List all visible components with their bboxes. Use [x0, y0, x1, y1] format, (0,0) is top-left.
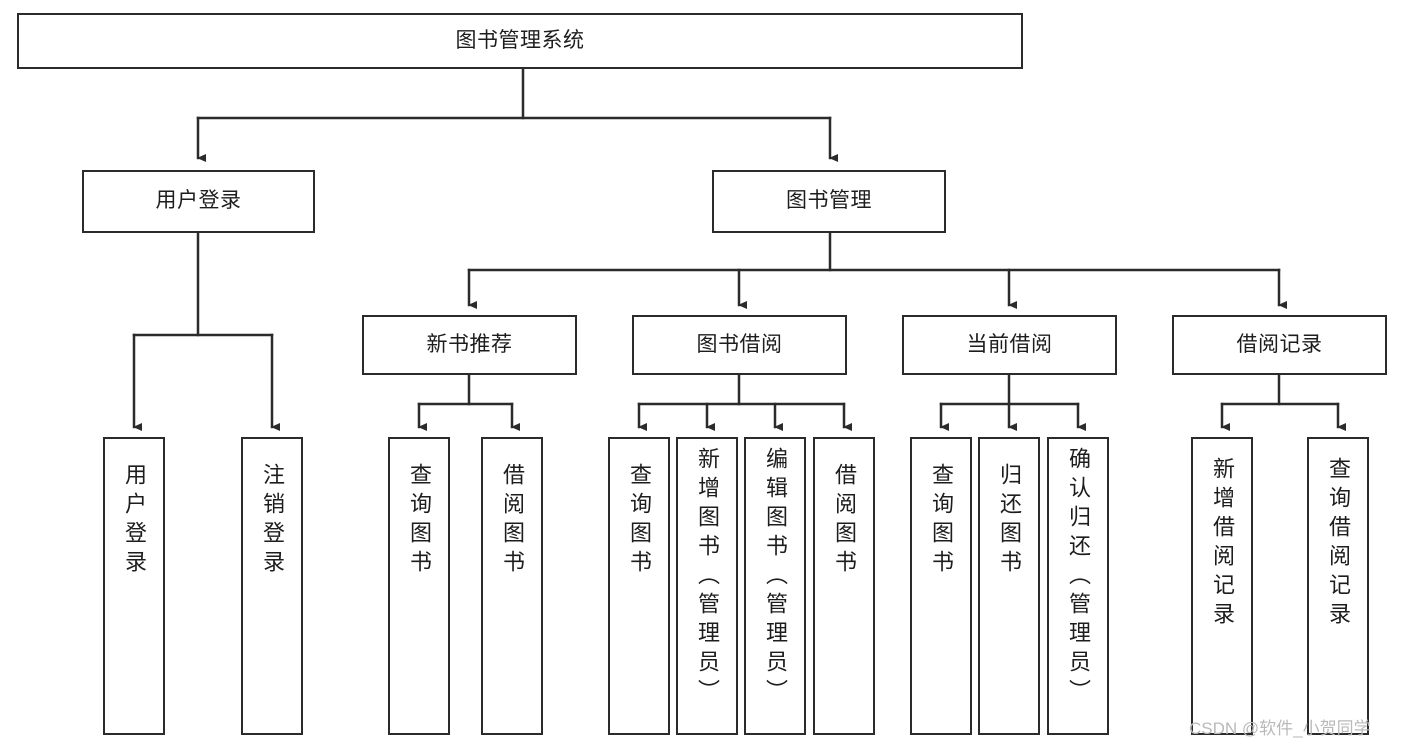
- node-user-login-label: 用户登录: [155, 189, 242, 213]
- node-leaf-user-login-label: 用户登录: [122, 463, 147, 579]
- node-leaf-add-book[interactable]: 新增图书（管理员）: [676, 437, 738, 735]
- node-leaf-return-book[interactable]: 归还图书: [978, 437, 1040, 735]
- node-book-manage-label: 图书管理: [786, 189, 872, 213]
- node-leaf-edit-book[interactable]: 编辑图书（管理员）: [744, 437, 806, 735]
- node-leaf-query-book-2[interactable]: 查询图书: [608, 437, 670, 735]
- node-leaf-query-book-3[interactable]: 查询图书: [910, 437, 972, 735]
- node-leaf-return-book-label: 归还图书: [997, 463, 1022, 579]
- node-leaf-user-login[interactable]: 用户登录: [103, 437, 165, 735]
- node-leaf-query-book-3-label: 查询图书: [929, 463, 954, 579]
- node-leaf-add-book-label: 新增图书（管理员）: [695, 447, 720, 708]
- node-leaf-borrow-book-1-label: 借阅图书: [500, 463, 525, 579]
- node-book-borrow[interactable]: 图书借阅: [632, 315, 847, 375]
- node-book-manage[interactable]: 图书管理: [712, 170, 946, 233]
- node-leaf-add-record[interactable]: 新增借阅记录: [1191, 437, 1253, 735]
- node-leaf-logout-label: 注销登录: [260, 463, 285, 579]
- node-leaf-query-book-2-label: 查询图书: [627, 463, 652, 579]
- node-leaf-add-record-label: 新增借阅记录: [1210, 457, 1235, 631]
- node-leaf-confirm-return-label: 确认归还（管理员）: [1066, 447, 1091, 708]
- node-leaf-query-book-1[interactable]: 查询图书: [388, 437, 450, 735]
- node-root-label: 图书管理系统: [455, 28, 585, 52]
- node-current-borrow[interactable]: 当前借阅: [902, 315, 1117, 375]
- node-borrow-record-label: 借阅记录: [1236, 332, 1323, 356]
- node-borrow-record[interactable]: 借阅记录: [1172, 315, 1387, 375]
- node-leaf-query-book-1-label: 查询图书: [407, 463, 432, 579]
- node-user-login[interactable]: 用户登录: [82, 170, 315, 233]
- node-root[interactable]: 图书管理系统: [17, 13, 1023, 69]
- node-current-borrow-label: 当前借阅: [966, 332, 1053, 356]
- node-leaf-logout[interactable]: 注销登录: [241, 437, 303, 735]
- node-leaf-confirm-return[interactable]: 确认归还（管理员）: [1047, 437, 1109, 735]
- node-leaf-query-record-label: 查询借阅记录: [1326, 457, 1351, 631]
- node-leaf-query-record[interactable]: 查询借阅记录: [1307, 437, 1369, 735]
- node-new-book-recommend[interactable]: 新书推荐: [362, 315, 577, 375]
- watermark-text: CSDN @软件_小贺同学: [1189, 719, 1371, 738]
- node-new-book-recommend-label: 新书推荐: [426, 332, 513, 356]
- node-leaf-edit-book-label: 编辑图书（管理员）: [763, 447, 788, 708]
- node-leaf-borrow-book-2[interactable]: 借阅图书: [813, 437, 875, 735]
- node-leaf-borrow-book-1[interactable]: 借阅图书: [481, 437, 543, 735]
- node-book-borrow-label: 图书借阅: [696, 332, 783, 356]
- node-leaf-borrow-book-2-label: 借阅图书: [832, 463, 857, 579]
